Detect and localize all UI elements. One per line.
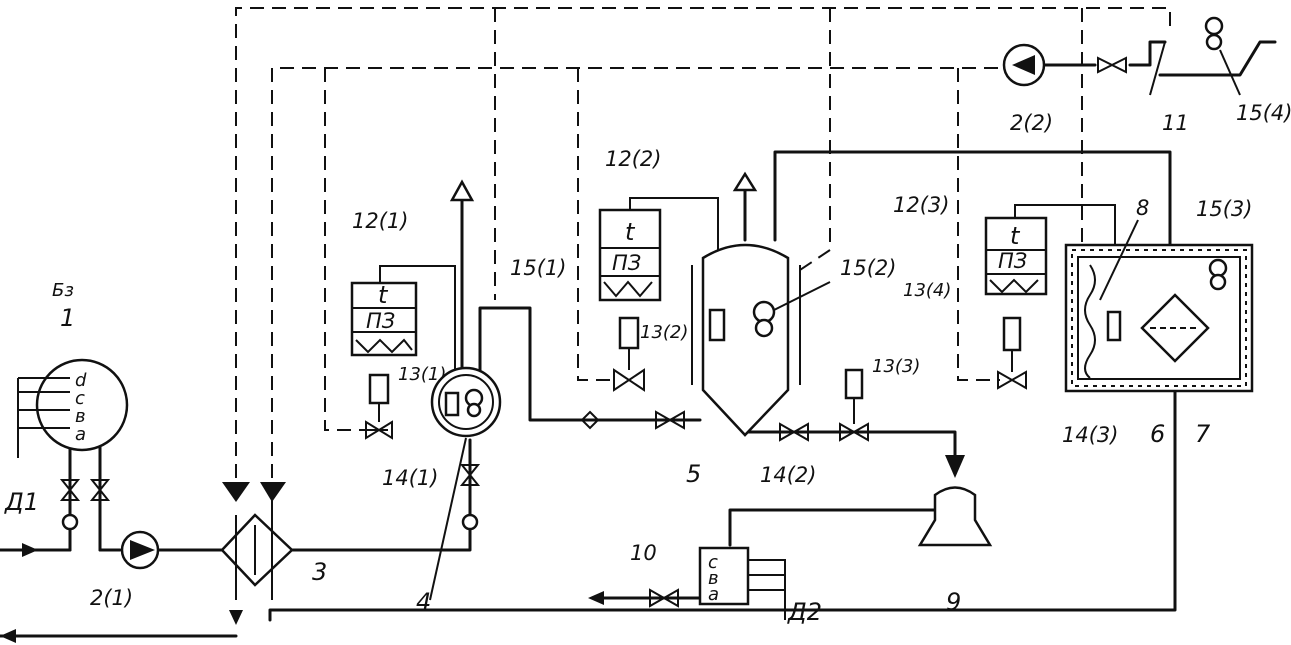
label-15-3: 15(3) [1196,197,1252,221]
tank-port-c: c [75,388,85,409]
dist-port-c: c [708,552,718,573]
label-12-2: 12(2) [605,147,661,171]
sensor-15-4: 15(4) [1204,16,1291,125]
label-14-1: 14(1) [382,466,438,490]
reg1-pz: ПЗ [366,309,395,333]
label-14-2: 14(2) [760,463,816,487]
label-12-1: 12(1) [352,209,408,233]
label-14-3: 14(3) [1062,423,1118,447]
label-12-3: 12(3) [893,193,949,217]
regulator-12-1: t ПЗ 12(1) 13(1) [350,209,456,440]
label-15-1: 15(1) [510,256,566,280]
label-7: 7 [1195,420,1211,448]
reg3-pz: ПЗ [998,249,1027,273]
label-pump-2-2: 2(2) [1010,111,1053,135]
label-1: 1 [60,304,75,332]
label-13-1: 13(1) [398,364,446,385]
reagent-tank: d c в a 1 Бз Д1 [4,280,129,531]
label-pump-2-1: 2(1) [90,586,133,610]
label-4: 4 [416,588,431,616]
reg3-t: t [1010,222,1021,250]
signal-lines [235,7,1171,500]
label-d2: Д2 [787,598,822,626]
label-9: 9 [946,588,961,616]
heat-exchanger-3: 3 [220,482,327,625]
label-13-3: 13(3) [872,356,920,377]
regulator-12-2: t ПЗ 12(2) 13(2) [598,147,719,392]
thermostat-box-6: 8 15(3) 14(3) 6 7 [1062,196,1254,448]
label-3: 3 [312,558,327,586]
dist-port-a: a [708,584,719,605]
tank-port-d: d [75,370,87,391]
label-8: 8 [1136,196,1149,220]
regulator-12-3: t ПЗ 12(3) 13(4) [893,193,1116,390]
dist-port-b: в [708,568,719,589]
label-d1: Д1 [4,488,39,516]
reg2-t: t [625,218,636,246]
trap-9: 9 [917,486,993,616]
pump-2-1: 2(1) [90,530,160,610]
tank-port-b: в [75,406,86,427]
tank-port-a: a [75,424,86,445]
label-5: 5 [686,460,701,488]
label-10: 10 [630,541,657,565]
label-15-4: 15(4) [1236,101,1291,125]
label-1-top: Бз [52,280,74,301]
label-11: 11 [1162,111,1189,135]
label-13-4: 13(4) [903,280,951,301]
reg2-pz: ПЗ [612,251,641,275]
pump-2-2: 2(2) 11 [1002,41,1189,135]
label-15-2: 15(2) [840,256,896,280]
distributor-10: c в a 10 Д2 [630,541,822,626]
label-6: 6 [1150,420,1165,448]
reactor-5: 15(2) 5 14(2) 13(3) [580,171,965,488]
reg1-t: t [378,281,389,309]
vessel-4: 14(1) 15(1) 4 [382,179,566,616]
label-13-2: 13(2) [640,322,688,343]
